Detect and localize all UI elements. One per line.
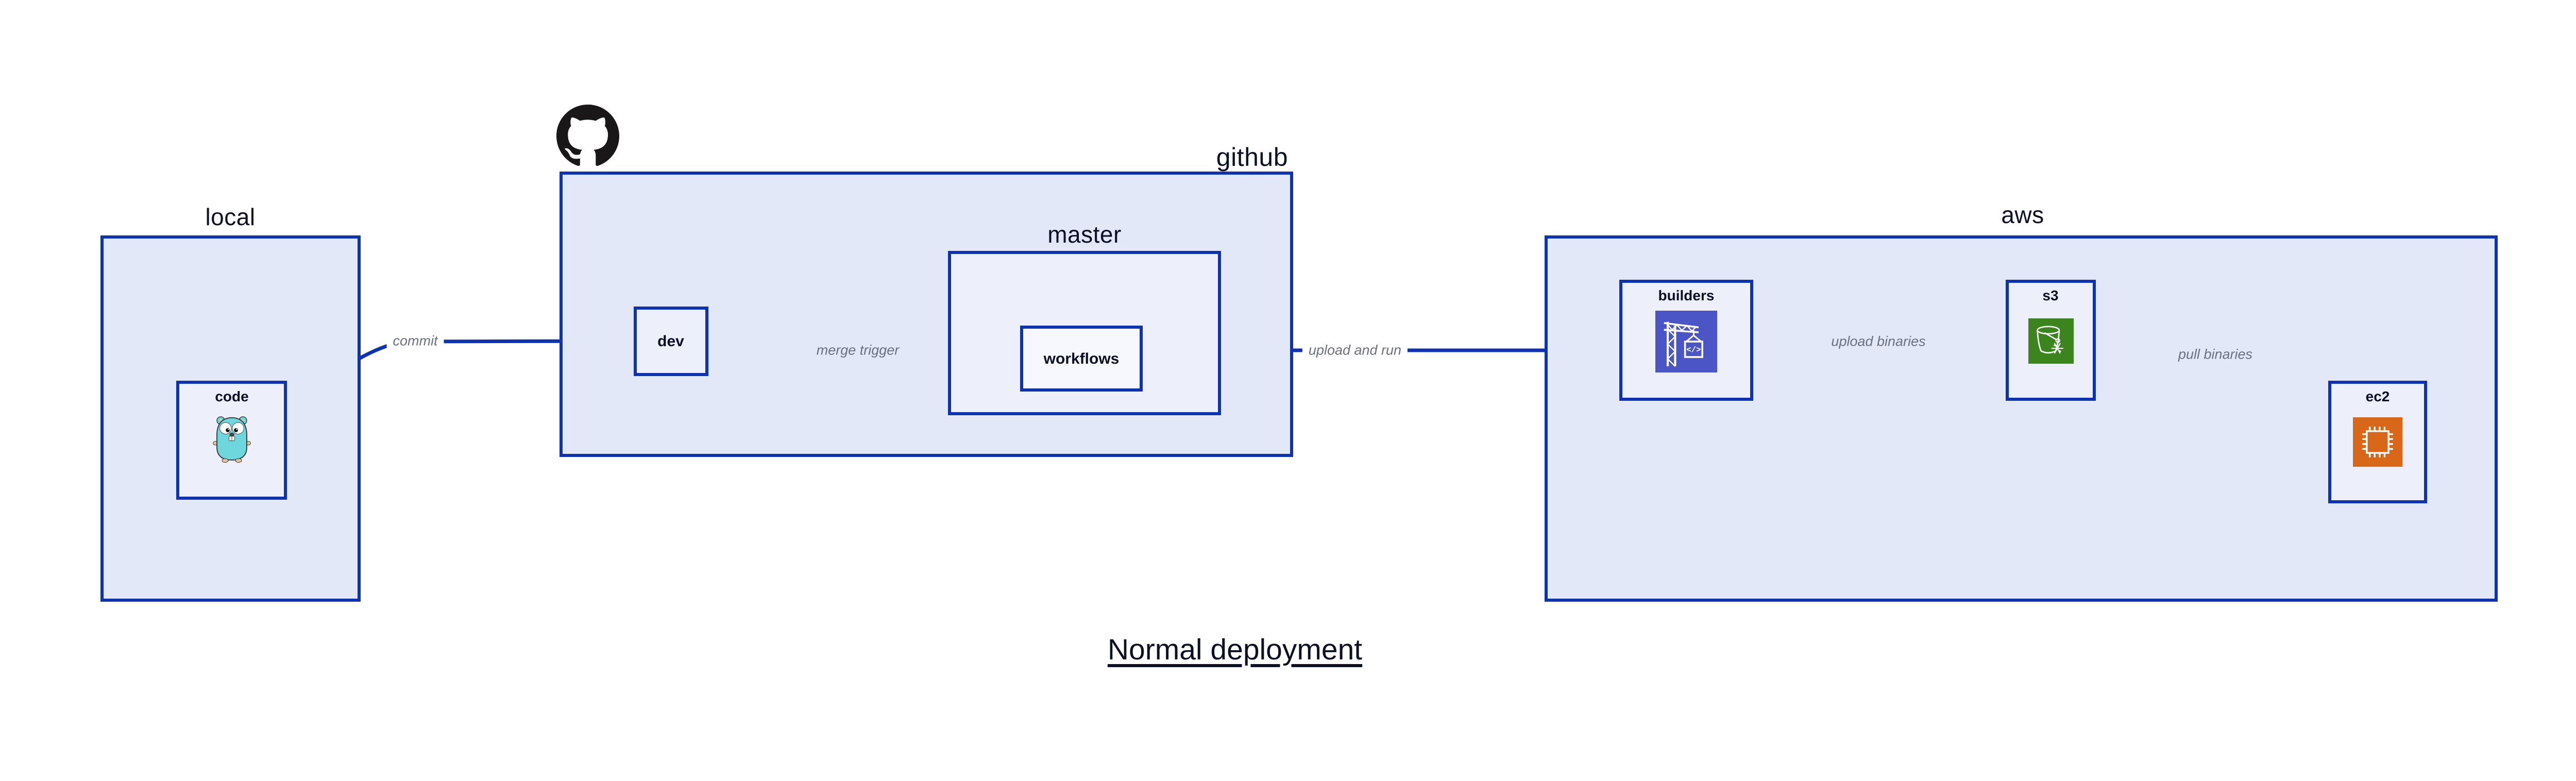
go-gopher-icon: [213, 416, 251, 463]
diagram-title: Normal deployment: [1107, 633, 1363, 666]
edge-label-upload-and-run: upload and run: [1302, 342, 1408, 359]
s3-node-label: s3: [2042, 287, 2059, 303]
aws-codebuild-icon: </>: [1655, 311, 1717, 372]
local-container-label: local: [205, 203, 256, 230]
edge-label-upload-binaries: upload binaries: [1825, 333, 1932, 350]
github-octocat-icon: [556, 105, 619, 166]
edge-label-commit: commit: [386, 332, 444, 350]
github-container-label: github: [1216, 143, 1288, 172]
dev-node-label: dev: [657, 333, 684, 350]
code-node-label: code: [215, 388, 249, 404]
aws-container-label: aws: [2001, 201, 2044, 228]
dev-node: [634, 307, 708, 376]
svg-text:</>: </>: [1686, 345, 1701, 354]
edge-label-pull-binaries: pull binaries: [2172, 346, 2259, 363]
edge-label-merge-trigger: merge trigger: [810, 342, 906, 359]
workflows-node-label: workflows: [1043, 350, 1120, 367]
master-container-label: master: [1047, 221, 1122, 248]
builders-node-label: builders: [1658, 287, 1715, 303]
ec2-node-label: ec2: [2365, 388, 2390, 404]
aws-s3-glacier-icon: [2028, 318, 2074, 364]
aws-ec2-icon: [2353, 417, 2402, 467]
ec2-node: [2328, 381, 2427, 503]
workflows-node: [1020, 326, 1143, 392]
